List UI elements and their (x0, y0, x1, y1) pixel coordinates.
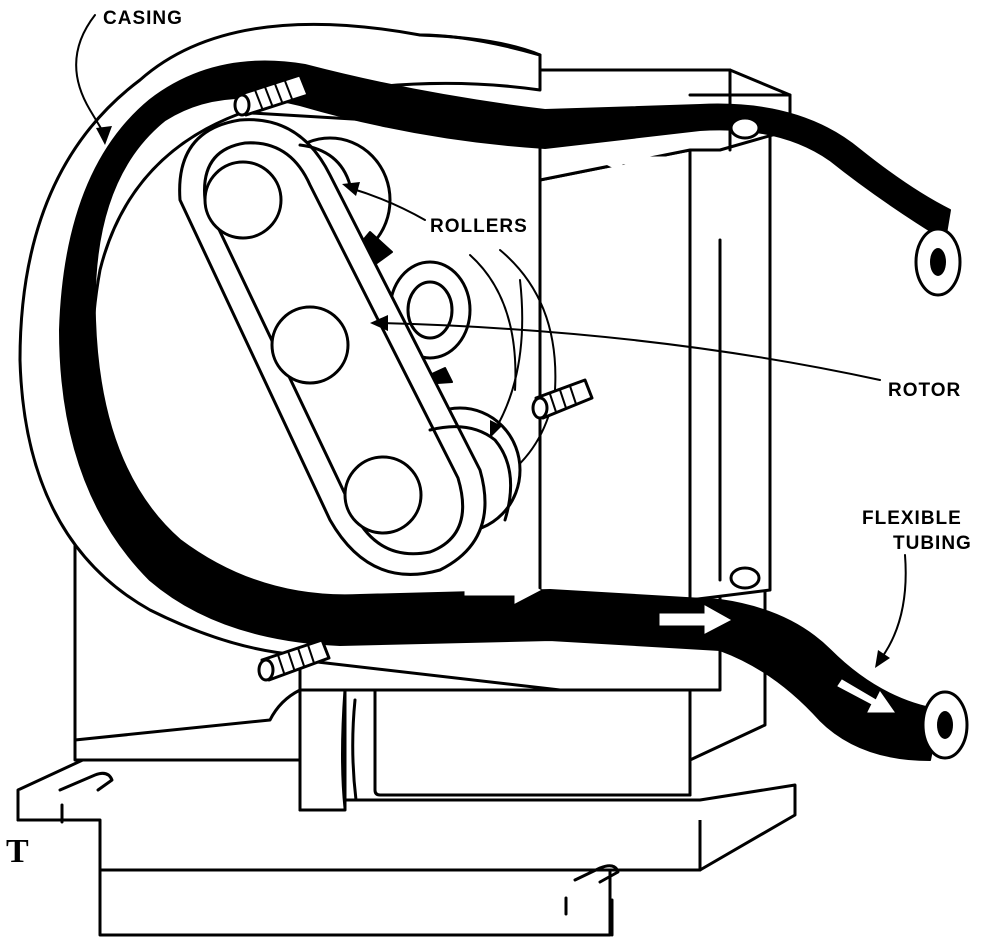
roller-hub-bottom (343, 455, 423, 535)
flow-arrow-icon (837, 679, 895, 713)
roller-hub-top (203, 160, 283, 240)
flow-arrow-icon (197, 483, 245, 533)
corner-mark: T (6, 833, 29, 870)
rotor-leader (379, 322, 881, 381)
bolt-top-icon (233, 73, 310, 117)
leader-lines (75, 14, 907, 668)
flow-arrow-icon (821, 221, 869, 251)
rollers-leader (349, 187, 426, 221)
label-rollers: ROLLERS (430, 216, 528, 237)
rotor-assembly (178, 118, 522, 576)
flow-arrow-icon (596, 147, 671, 173)
casing-leader (75, 14, 106, 136)
label-flexible: FLEXIBLE (862, 508, 962, 529)
label-rotor: ROTOR (888, 380, 961, 401)
label-tubing: TUBING (893, 533, 972, 554)
bolt-right-icon (531, 378, 594, 420)
label-casing: CASING (103, 8, 183, 29)
flow-arrows (119, 133, 895, 713)
flow-arrow-icon (464, 575, 542, 604)
flow-arrow-icon (659, 605, 732, 634)
mount-hole-icon (729, 116, 761, 140)
rollers-leader-2 (494, 279, 524, 431)
flow-arrow-icon (119, 231, 141, 298)
bolt-bottom-icon (257, 638, 331, 682)
labels: CASING ROLLERS ROTOR FLEXIBLE TUBING T (6, 8, 972, 870)
pump-base (16, 750, 797, 937)
rotor-hub-center (270, 305, 350, 385)
bolts (233, 73, 761, 682)
mount-hole-icon (729, 566, 761, 590)
tubing-leader (879, 554, 907, 661)
flow-arrow-icon (374, 133, 449, 159)
